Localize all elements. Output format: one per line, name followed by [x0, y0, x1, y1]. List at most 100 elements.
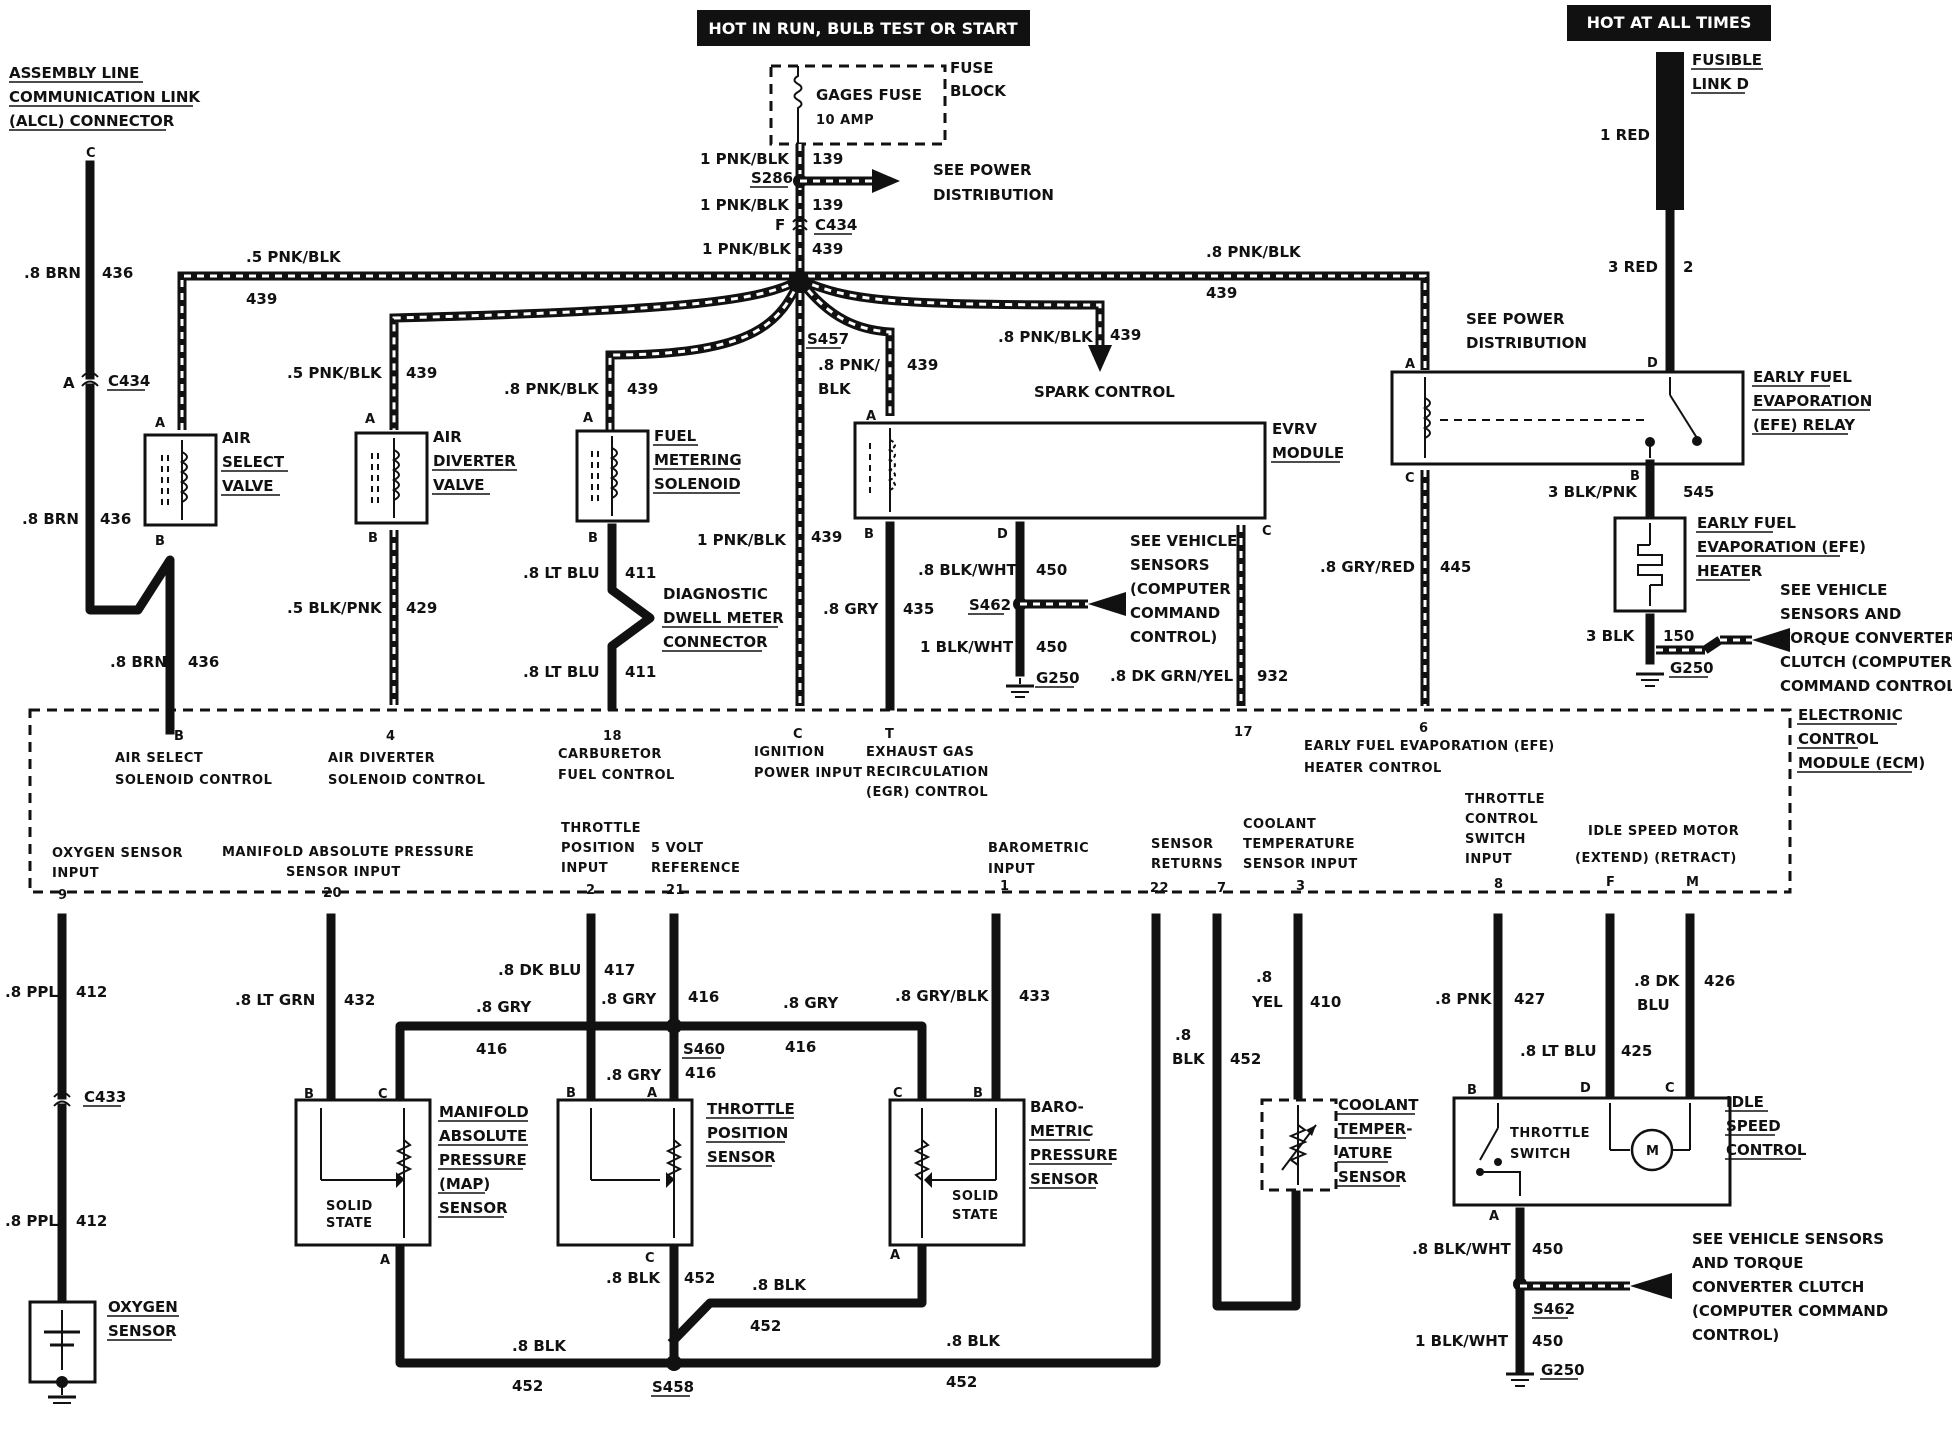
fuel-metering-in-num: 439: [627, 380, 658, 398]
baro-solid-2: STATE: [952, 1208, 999, 1223]
alcl-w3-num: 436: [188, 653, 219, 671]
spark-control-gauge: .8 PNK/BLK: [998, 328, 1094, 346]
fusible-red-gauge: 1 RED: [1600, 126, 1650, 144]
evrv-see-sensors-arrow: [1088, 592, 1126, 616]
dwell-meter-label-2: DWELL METER: [663, 609, 784, 627]
ignition-feed-gauge: 1 PNK/BLK: [697, 531, 787, 549]
s460-dot: [666, 1018, 682, 1034]
o2-w2-num: 412: [76, 1212, 107, 1230]
spark-control-label: SPARK CONTROL: [1034, 383, 1175, 401]
fusible-label-1: FUSIBLE: [1692, 51, 1762, 69]
ecm-pin-7: 7: [1217, 881, 1227, 896]
ignition-feed-num: 439: [811, 528, 842, 546]
fuse-feed-wire: [792, 144, 900, 280]
o2-w2-gauge: .8 PPL: [5, 1212, 58, 1230]
coolant-label-1: COOLANT: [1338, 1096, 1419, 1114]
air-select-valve: [143, 433, 218, 527]
coolant-num: 410: [1310, 993, 1341, 1011]
isc-pin-b: B: [1467, 1083, 1477, 1098]
isc-w8-num: 427: [1514, 990, 1545, 1008]
ecm-egr-1: EXHAUST GAS: [866, 745, 974, 760]
evrv-c-gauge: .8 DK GRN/YEL: [1110, 667, 1234, 685]
air-diverter-pin-a: A: [365, 412, 376, 427]
evrv-g-num: 450: [1036, 638, 1067, 656]
isc-pin-d: D: [1580, 1081, 1591, 1096]
bus-right-gauge: .8 PNK/BLK: [1206, 243, 1302, 261]
g250-top-label: G250: [1036, 669, 1080, 687]
bus-left-num: 439: [246, 290, 277, 308]
ecm-module: [28, 708, 1792, 894]
efe-heater-see-5: COMMAND CONTROL): [1780, 677, 1952, 695]
efe-relay: [1390, 207, 1745, 706]
baro-a-num: 452: [750, 1317, 781, 1335]
efe-relay-pin-c: C: [1405, 471, 1415, 486]
efe-see-power-1: SEE POWER: [1466, 310, 1565, 328]
g250-bottom-label: G250: [1541, 1361, 1585, 1379]
evrv-see-1: SEE VEHICLE: [1130, 532, 1237, 550]
evrv-c-num: 932: [1257, 667, 1288, 685]
see-power-dist-1: SEE POWER: [933, 161, 1032, 179]
air-diverter-label-2: DIVERTER: [433, 452, 516, 470]
dwell-meter-label-3: CONNECTOR: [663, 633, 768, 651]
ecm-tps-2: POSITION: [561, 841, 635, 856]
fuse-w1-num: 139: [812, 150, 843, 168]
alcl-w1-gauge: .8 BRN: [24, 264, 81, 282]
alcl-title-1: ASSEMBLY LINE: [9, 64, 139, 82]
alcl-title-2: COMMUNICATION LINK: [9, 88, 201, 106]
ecm-pin-21: 21: [666, 883, 685, 898]
efe-heater-see-1: SEE VEHICLE: [1780, 581, 1887, 599]
baro-w-num: 433: [1019, 987, 1050, 1005]
ecm-carb-2: FUEL CONTROL: [558, 768, 675, 783]
evrv-in-num: 439: [907, 356, 938, 374]
efe-heater-see-3: TORQUE CONVERTER: [1780, 629, 1952, 647]
ecm-air-select-1: AIR SELECT: [115, 751, 203, 766]
ecm-pin-20: 20: [323, 886, 342, 901]
fuel-metering-w1-num: 411: [625, 564, 656, 582]
fuse-w1-gauge: 1 PNK/BLK: [700, 150, 790, 168]
hot-in-run-label: HOT IN RUN, BULB TEST OR START: [708, 19, 1017, 38]
baro-w-gauge: .8 GRY/BLK: [895, 987, 990, 1005]
efe-relay-label-1: EARLY FUEL: [1753, 368, 1852, 386]
efe-heater: [1613, 459, 1790, 687]
ecm-carb-1: CARBURETOR: [558, 747, 662, 762]
isc-a-num: 450: [1532, 1240, 1563, 1258]
fuel-metering-label-3: SOLENOID: [654, 475, 741, 493]
alcl-connector: [81, 160, 175, 735]
evrv-pin-c: C: [1262, 524, 1272, 539]
efe-relay-pin-b: B: [1630, 469, 1640, 484]
evrv-g-gauge: 1 BLK/WHT: [920, 638, 1014, 656]
ecm-5v-2: REFERENCE: [651, 861, 740, 876]
ecm-air-diverter-1: AIR DIVERTER: [328, 751, 435, 766]
ecm-pin-m: M: [1686, 875, 1699, 890]
air-select-pin-b: B: [155, 534, 165, 549]
tps-left-num: 416: [476, 1040, 507, 1058]
tps-label-3: SENSOR: [707, 1148, 776, 1166]
evrv-d-num: 450: [1036, 561, 1067, 579]
isc-see-arrow: [1630, 1273, 1672, 1299]
dwell-meter-label-1: DIAGNOSTIC: [663, 585, 768, 603]
fusible-w-gauge: 3 RED: [1608, 258, 1658, 276]
egr-num: 435: [903, 600, 934, 618]
ecm-label-1: ELECTRONIC: [1798, 706, 1903, 724]
fuse-amp-label: 10 AMP: [816, 113, 874, 128]
bus-right-num: 439: [1206, 284, 1237, 302]
ecm-tcs-2: CONTROL: [1465, 812, 1538, 827]
o2-w1-num: 412: [76, 983, 107, 1001]
ecm-coolant-1: COOLANT: [1243, 817, 1316, 832]
o2-w1-gauge: .8 PPL: [5, 983, 58, 1001]
map-label-3: PRESSURE: [439, 1151, 527, 1169]
efe-see-power-2: DISTRIBUTION: [1466, 334, 1587, 352]
ecm-pin-9: 9: [58, 888, 68, 903]
ecm-air-diverter-2: SOLENOID CONTROL: [328, 773, 485, 788]
efe-relay-label-3: (EFE) RELAY: [1753, 416, 1856, 434]
map-sensor: [294, 913, 432, 1247]
bus-junction-dot: [791, 271, 809, 289]
fuse-w2-gauge: 1 PNK/BLK: [700, 196, 790, 214]
ecm-returns-2: RETURNS: [1151, 857, 1223, 872]
map-label-4: (MAP): [439, 1175, 490, 1193]
isc-see-1: SEE VEHICLE SENSORS: [1692, 1230, 1884, 1248]
evrv-see-5: CONTROL): [1130, 628, 1217, 646]
tps-w-num: 417: [604, 961, 635, 979]
alcl-c434-label: C434: [108, 372, 150, 390]
baro-solid-1: SOLID: [952, 1189, 999, 1204]
